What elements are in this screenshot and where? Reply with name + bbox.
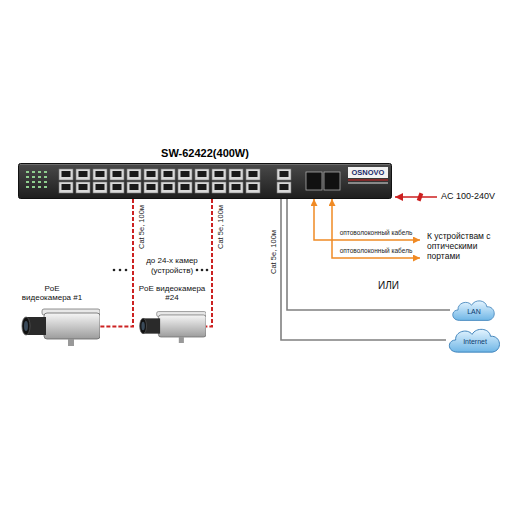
cloud-label: LAN bbox=[450, 298, 498, 322]
camera-picture bbox=[4, 304, 100, 348]
fiber-cable bbox=[332, 199, 420, 258]
switch-unit: SW-62422(400W)OSNOVO bbox=[18, 163, 392, 199]
cable-label: Cat 5e, 100м bbox=[217, 204, 226, 250]
camera-label: PoE видеокамера #24 bbox=[138, 284, 206, 302]
cable-label: оптоволоконный кабель bbox=[339, 229, 414, 236]
poe-cable bbox=[206, 199, 212, 326]
camera-label: PoE видеокамера #1 bbox=[19, 284, 85, 302]
power-arrow bbox=[395, 196, 437, 198]
switch-picture bbox=[18, 163, 392, 199]
model-title: SW-62422(400W) bbox=[18, 146, 392, 160]
cable-label: оптоволоконный кабель bbox=[339, 247, 414, 254]
power-label: AC 100-240V bbox=[441, 191, 495, 202]
camera-picture bbox=[138, 304, 206, 348]
camera-node: PoE видеокамера #24 bbox=[138, 284, 206, 348]
cable-label: Cat 5e, 100м bbox=[138, 204, 147, 250]
power-mark bbox=[417, 193, 423, 202]
cloud-node: LAN bbox=[450, 298, 498, 322]
cable-label: Cat 5e, 100м bbox=[270, 229, 279, 275]
camera-node: PoE видеокамера #1 bbox=[4, 284, 100, 348]
cloud-label: Internet bbox=[446, 326, 504, 354]
poe-cable bbox=[100, 199, 133, 326]
fiber-cable bbox=[314, 199, 420, 240]
camera-count-note: до 24-х камер (устройств) bbox=[140, 256, 204, 275]
lan-cable bbox=[281, 199, 446, 340]
cloud-node: Internet bbox=[446, 326, 504, 354]
or-label: ИЛИ bbox=[378, 280, 399, 292]
lan-cable bbox=[287, 199, 450, 310]
target-devices-text: К устройствам с оптическими портами bbox=[427, 231, 502, 262]
brand-badge: OSNOVO bbox=[348, 167, 388, 178]
device-group: К устройствам с оптическими портами bbox=[420, 229, 504, 264]
